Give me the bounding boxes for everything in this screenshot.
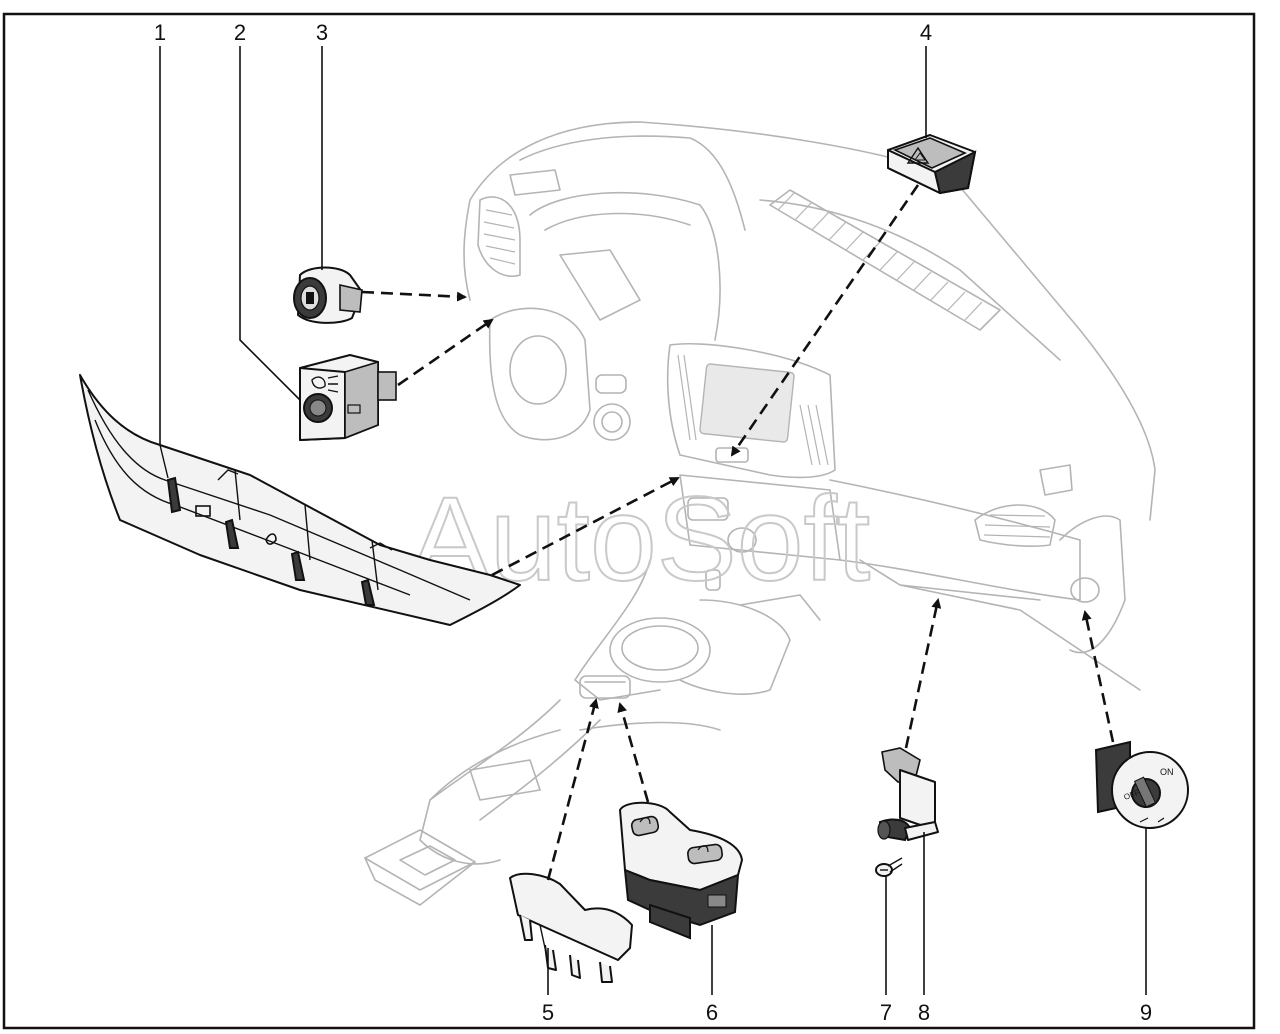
part-6-seat-heater-switch-block (619, 801, 743, 940)
callout-3: 3 (316, 20, 328, 45)
leader-lines (159, 46, 1147, 995)
callout-numbers: 1 2 3 4 5 6 7 8 9 (154, 20, 1152, 1025)
arrow-part-3 (361, 290, 467, 302)
headlight-icon (311, 375, 339, 393)
callout-8: 8 (918, 1000, 930, 1025)
door-lock-icon (195, 505, 211, 517)
seat-heater-icon (265, 533, 277, 545)
arrow-part-9 (1081, 610, 1115, 743)
part-4-hazard-switch (887, 134, 977, 195)
arrow-part-5 (546, 698, 599, 881)
arrow-part-8 (904, 598, 942, 749)
callout-7: 7 (880, 1000, 892, 1025)
callout-4: 4 (920, 20, 932, 45)
callout-6: 6 (706, 1000, 718, 1025)
callout-9: 9 (1140, 1000, 1152, 1025)
windshield-defroster-grille (769, 189, 1001, 331)
arrow-part-6 (617, 702, 650, 803)
callout-5: 5 (542, 1000, 554, 1025)
part-7-screw (875, 857, 903, 877)
part-8-bracket-sensor (877, 747, 939, 842)
diagram-frame (2, 12, 1256, 1030)
assembly-arrows (361, 184, 1115, 881)
arrow-part-2 (397, 318, 494, 387)
part-2-headlight-switch (299, 354, 397, 441)
part-5-console-bezel (509, 872, 633, 983)
dashboard-outline (364, 121, 1156, 906)
hazard-triangle-icon (906, 146, 930, 164)
arrow-part-4 (730, 184, 920, 457)
callout-2: 2 (234, 20, 246, 45)
part-3-round-switch (293, 266, 363, 324)
arrow-part-1 (491, 476, 680, 577)
switch-label-on: ON (1160, 767, 1174, 777)
callout-1: 1 (154, 20, 166, 45)
part-1-center-trim-panel (79, 374, 521, 626)
part-9-light-switch: ON OFF (1094, 740, 1189, 829)
